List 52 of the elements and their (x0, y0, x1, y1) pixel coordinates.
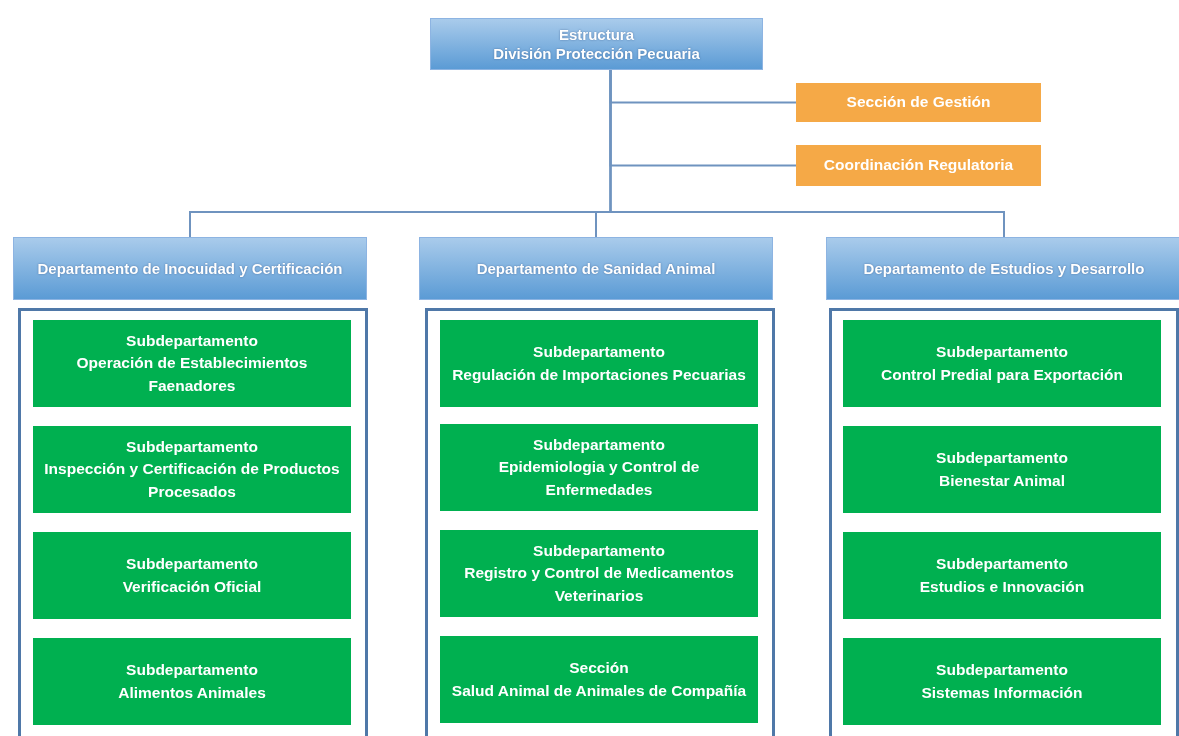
box-heading: Subdepartamento (126, 660, 258, 681)
subdepartment-box (440, 636, 758, 723)
box-label: Operación de Establecimientos Faenadores (75, 353, 309, 396)
box-heading: Subdepartamento (936, 448, 1068, 469)
box-label: Salud Animal de Animales de Compañía (451, 680, 747, 701)
box-heading: Estructura (559, 24, 634, 44)
box-heading: Subdepartamento (126, 554, 258, 575)
box-label: Inspección y Certificación de Productos Procesados (43, 459, 341, 502)
box-heading: Subdepartamento (533, 342, 665, 363)
group-frame (829, 308, 1179, 736)
box-heading: Subdepartamento (936, 342, 1068, 363)
subdepartment-box (440, 424, 758, 511)
subdepartment-box (843, 638, 1161, 725)
box-heading: Subdepartamento (533, 434, 665, 455)
group-frame (18, 308, 368, 736)
division-box (430, 18, 763, 70)
box-label: Coordinación Regulatoria (823, 155, 1014, 176)
box-heading: Subdepartamento (936, 660, 1068, 681)
box-label: Registro y Control de Medicamentos Veterinarios (463, 563, 735, 606)
section-box (796, 145, 1041, 186)
subdepartment-box (440, 320, 758, 407)
subdepartment-box (440, 530, 758, 617)
subdepartment-box (843, 426, 1161, 513)
group-frame (425, 308, 775, 736)
box-label: Epidemiologia y Control de Enfermedades (497, 457, 701, 500)
box-heading: Subdepartamento (533, 540, 665, 561)
department-box (419, 237, 773, 300)
box-label: Sistemas Información (921, 682, 1083, 703)
box-heading: Subdepartamento (936, 554, 1068, 575)
subdepartment-box (33, 638, 351, 725)
box-label: Estudios e Innovación (919, 576, 1085, 597)
box-label: Departamento de Estudios y Desarrollo (863, 258, 1145, 279)
box-label: Sección de Gestión (846, 92, 991, 113)
box-label: Departamento de Sanidad Animal (476, 258, 716, 279)
subdepartment-box (33, 532, 351, 619)
department-box (13, 237, 367, 300)
box-label: División Protección Pecuaria (493, 44, 700, 64)
subdepartment-box (33, 426, 351, 513)
box-heading: Subdepartamento (126, 436, 258, 457)
box-label: Bienestar Animal (938, 470, 1066, 491)
box-heading: Subdepartamento (126, 330, 258, 351)
box-label: Alimentos Animales (118, 682, 266, 703)
box-heading: Sección (569, 658, 629, 679)
box-label: Control Predial para Exportación (881, 364, 1123, 385)
box-label: Regulación de Importaciones Pecuarias (452, 364, 746, 385)
subdepartment-box (33, 320, 351, 407)
department-box (826, 237, 1179, 300)
box-label: Departamento de Inocuidad y Certificación (37, 258, 343, 279)
subdepartment-box (843, 532, 1161, 619)
box-label: Verificación Oficial (122, 576, 262, 597)
subdepartment-box (843, 320, 1161, 407)
section-box (796, 83, 1041, 122)
